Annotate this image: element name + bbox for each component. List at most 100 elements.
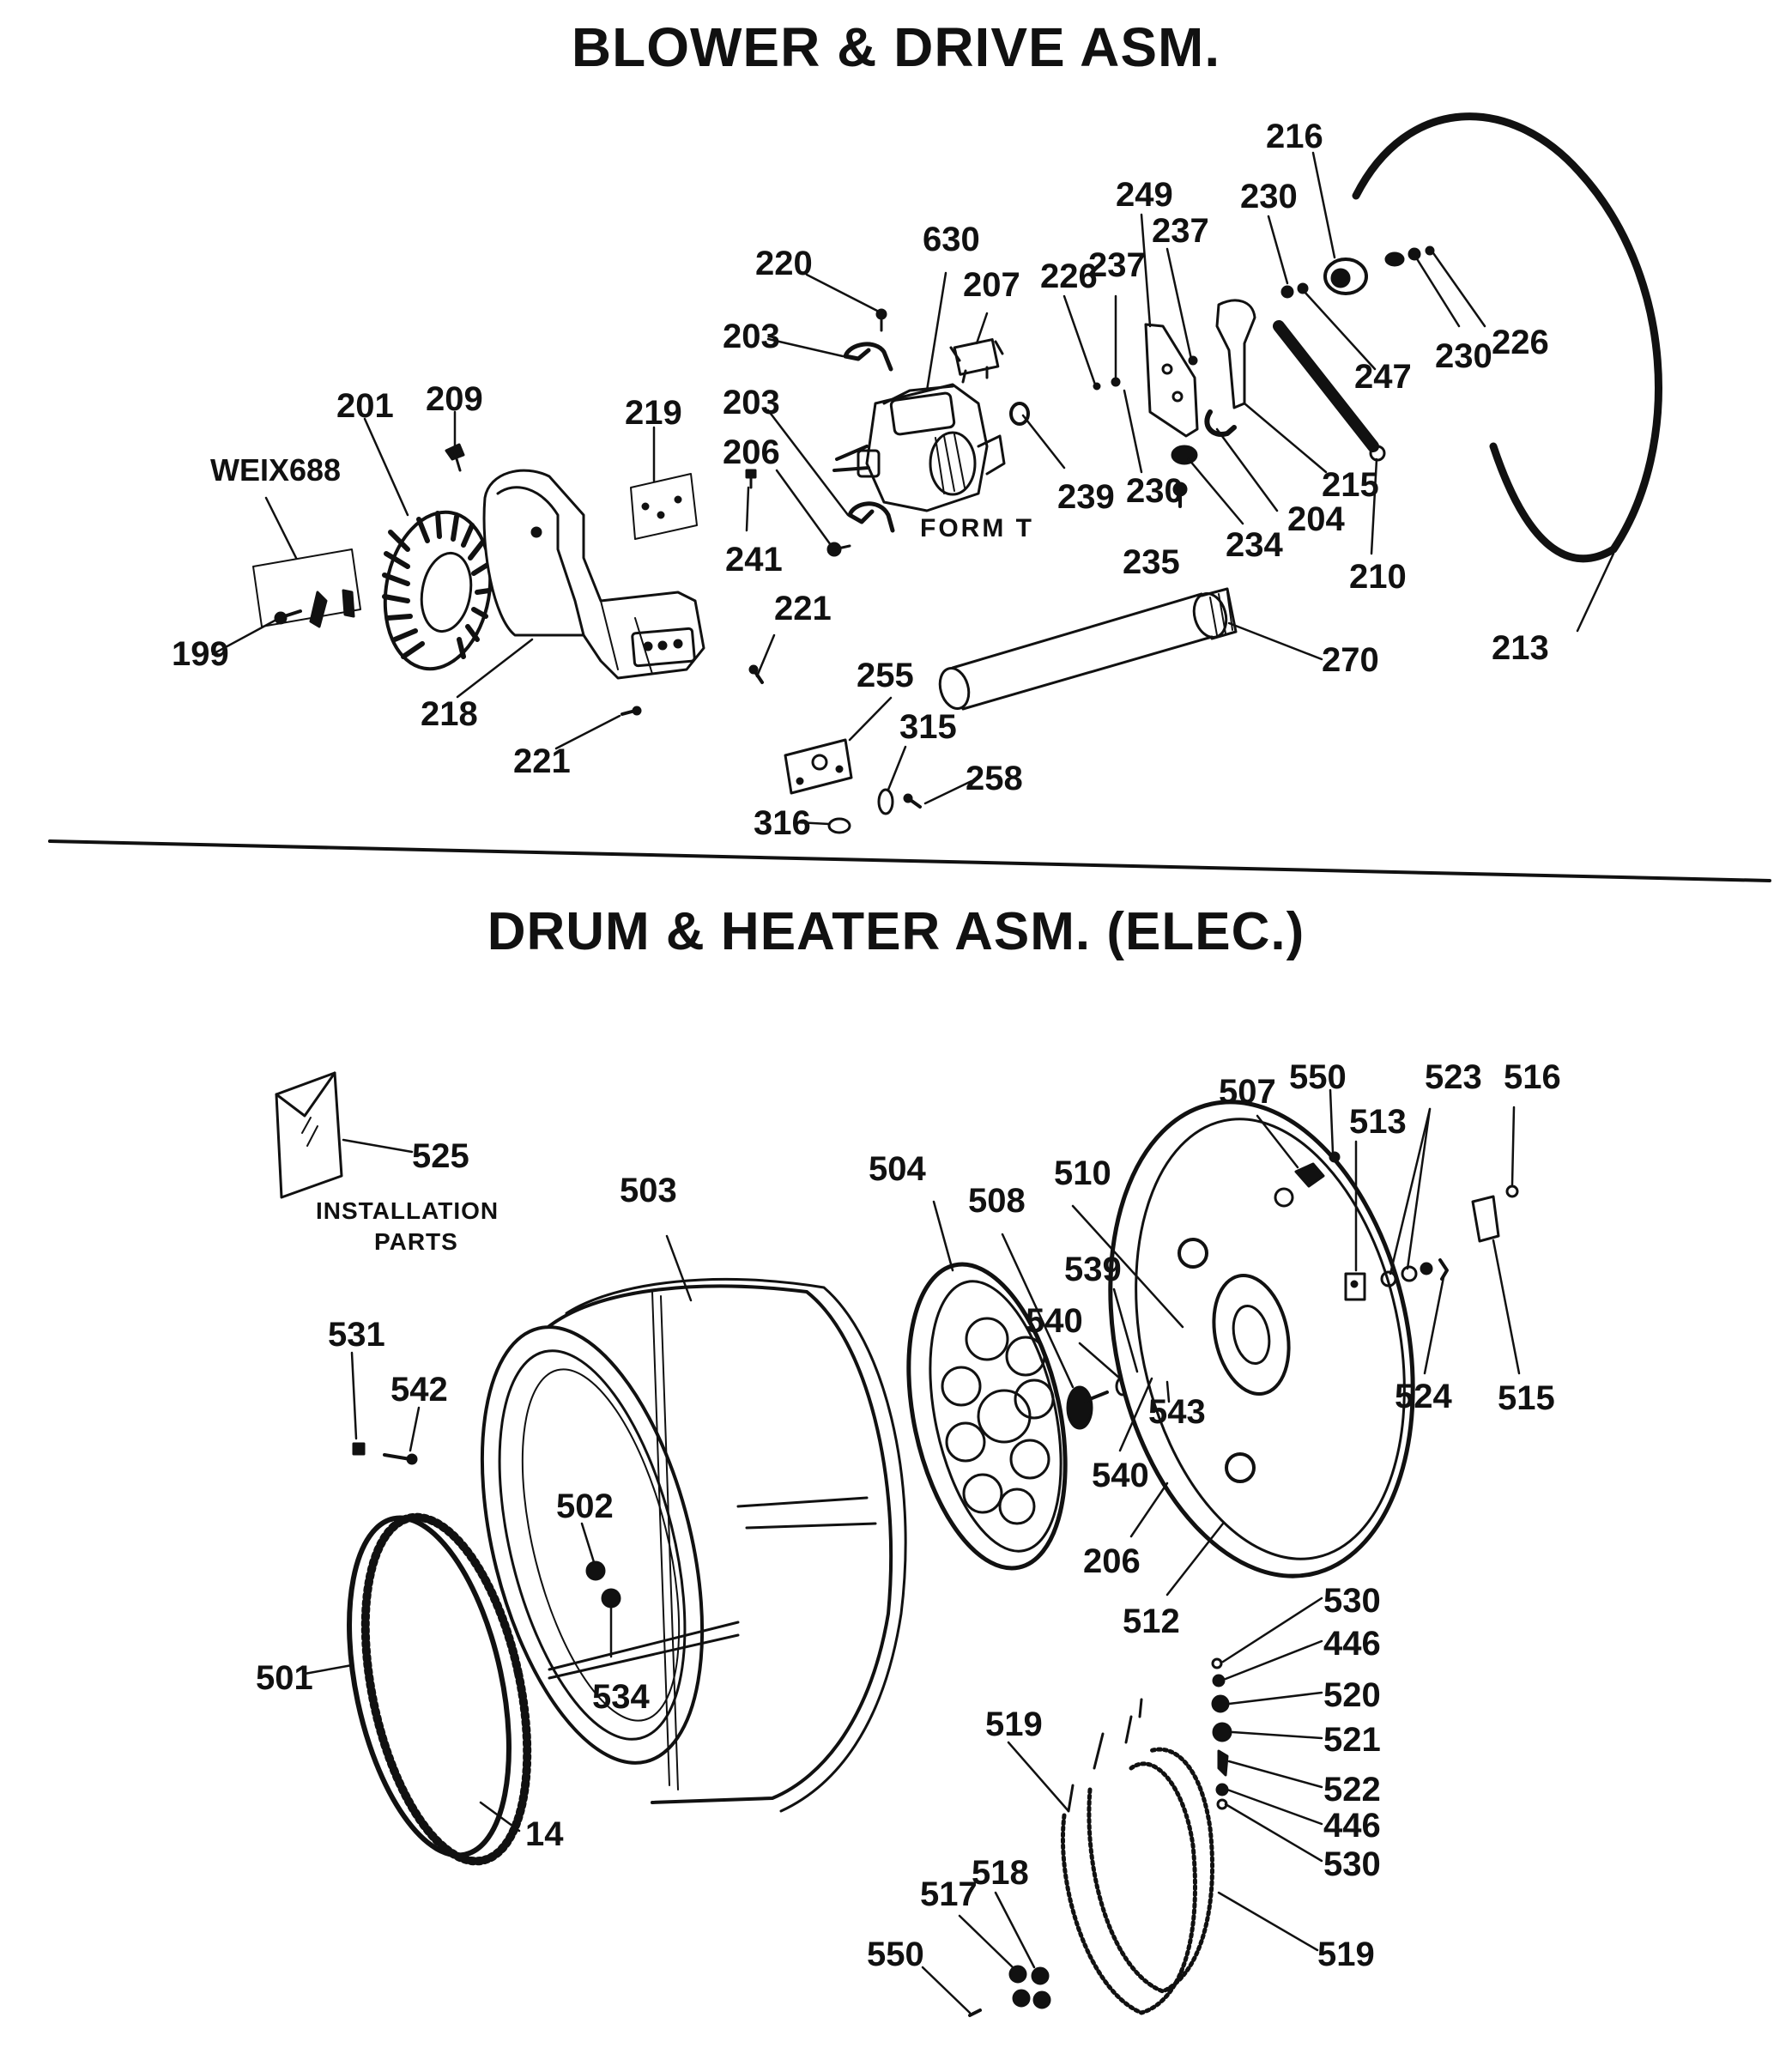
label-213: 213 <box>1492 629 1549 667</box>
clip-204 <box>1204 409 1237 437</box>
label-226b: 226 <box>1492 324 1549 361</box>
label-530a: 530 <box>1323 1582 1381 1620</box>
label-216: 216 <box>1266 118 1323 155</box>
label-504: 504 <box>869 1150 926 1188</box>
label-219: 219 <box>625 394 682 432</box>
label-518: 518 <box>972 1854 1029 1892</box>
note-parts: PARTS <box>374 1228 458 1255</box>
label-516: 516 <box>1504 1058 1561 1096</box>
label-255: 255 <box>857 657 914 694</box>
screw-206 <box>826 542 851 557</box>
screw-221a <box>748 664 764 684</box>
washer-230a <box>1280 285 1294 299</box>
label-249: 249 <box>1116 176 1173 214</box>
blower-leader-lines <box>211 151 1615 826</box>
part-513 <box>1344 1272 1366 1301</box>
part-531 <box>352 1442 366 1456</box>
part-516 <box>1505 1184 1519 1198</box>
washer-315 <box>877 788 894 815</box>
drum-heater-title: DRUM & HEATER ASM. (ELEC.) <box>487 902 1305 961</box>
part-241 <box>745 469 757 489</box>
part-534 <box>601 1588 621 1609</box>
drum-503 <box>480 1277 907 1813</box>
clamp-203-lower <box>847 501 895 533</box>
label-237a: 237 <box>1152 212 1209 250</box>
front-seal-501 <box>347 1515 512 1858</box>
motor-630 <box>832 383 1006 512</box>
pulley-234 <box>1171 445 1198 465</box>
screw-209 <box>445 443 465 472</box>
label-542: 542 <box>390 1371 448 1409</box>
heater-coil-519 <box>1060 1747 1214 2015</box>
label-247: 247 <box>1354 358 1412 396</box>
label-235: 235 <box>1123 543 1180 581</box>
part-518a <box>1031 1966 1050 1985</box>
drum-shaft-270 <box>938 587 1238 711</box>
label-218: 218 <box>421 695 478 733</box>
blower-housing-218 <box>482 469 705 680</box>
plate-219 <box>630 473 698 540</box>
label-525: 525 <box>412 1137 469 1175</box>
label-522: 522 <box>1323 1771 1381 1809</box>
label-513: 513 <box>1349 1103 1407 1141</box>
part-520 <box>1211 1694 1230 1713</box>
label-226a: 226 <box>1040 258 1098 295</box>
washer-523b <box>1401 1265 1418 1282</box>
blower-wheel-201 <box>382 510 493 671</box>
label-203b: 203 <box>723 384 780 421</box>
label-534: 534 <box>592 1678 650 1716</box>
label-315: 315 <box>899 708 957 746</box>
label-206a: 206 <box>723 433 780 471</box>
label-503: 503 <box>620 1172 677 1209</box>
rear-baffle-504 <box>906 1262 1068 1571</box>
label-220: 220 <box>755 245 813 282</box>
bracket-kit-WEIX688 <box>252 548 361 628</box>
label-530b: 530 <box>1323 1845 1381 1883</box>
label-446a: 446 <box>1323 1625 1381 1663</box>
label-519b: 519 <box>1317 1936 1375 1973</box>
label-519a: 519 <box>985 1706 1043 1743</box>
label-539: 539 <box>1064 1251 1122 1288</box>
label-512: 512 <box>1123 1603 1180 1640</box>
rear-bulkhead-512 <box>1108 1100 1415 1578</box>
label-508: 508 <box>968 1182 1026 1220</box>
bolt-235 <box>1172 482 1188 508</box>
part-502 <box>585 1560 606 1581</box>
label-239: 239 <box>1057 478 1115 516</box>
drum-leader-lines <box>303 1088 1521 2015</box>
label-540a: 540 <box>1026 1302 1083 1340</box>
part-446b <box>1215 1783 1229 1796</box>
label-221a: 221 <box>774 590 832 627</box>
label-209: 209 <box>426 380 483 418</box>
part-518c <box>1032 1990 1051 2009</box>
label-237b: 237 <box>1088 246 1146 284</box>
label-230a: 230 <box>1240 178 1298 215</box>
label-520: 520 <box>1323 1676 1381 1714</box>
label-446b: 446 <box>1323 1807 1381 1845</box>
part-550a <box>1329 1151 1341 1163</box>
label-207: 207 <box>963 266 1020 304</box>
idler-pulley-216 <box>1323 258 1368 295</box>
label-241: 241 <box>725 541 783 579</box>
heater-coil-tabs <box>1067 1698 1143 1813</box>
screw-258 <box>903 793 922 809</box>
part-522 <box>1217 1749 1229 1777</box>
label-210: 210 <box>1349 558 1407 596</box>
label-507: 507 <box>1219 1073 1276 1111</box>
label-523: 523 <box>1425 1058 1482 1096</box>
label-531: 531 <box>328 1316 385 1354</box>
clamp-203-upper <box>843 342 893 372</box>
part-517 <box>1008 1965 1027 1984</box>
label-206b: 206 <box>1083 1542 1141 1580</box>
label-199: 199 <box>172 635 229 673</box>
switch-207 <box>949 338 1004 384</box>
part-521 <box>1212 1722 1232 1742</box>
part-247 <box>1384 251 1405 267</box>
part-237b <box>1111 377 1121 387</box>
washer-230b <box>1297 282 1309 294</box>
note-installation: INSTALLATION <box>316 1197 499 1224</box>
label-502: 502 <box>556 1487 614 1525</box>
label-540b: 540 <box>1092 1457 1149 1494</box>
felt-seal-14 <box>360 1512 532 1866</box>
washer-316 <box>827 817 851 834</box>
